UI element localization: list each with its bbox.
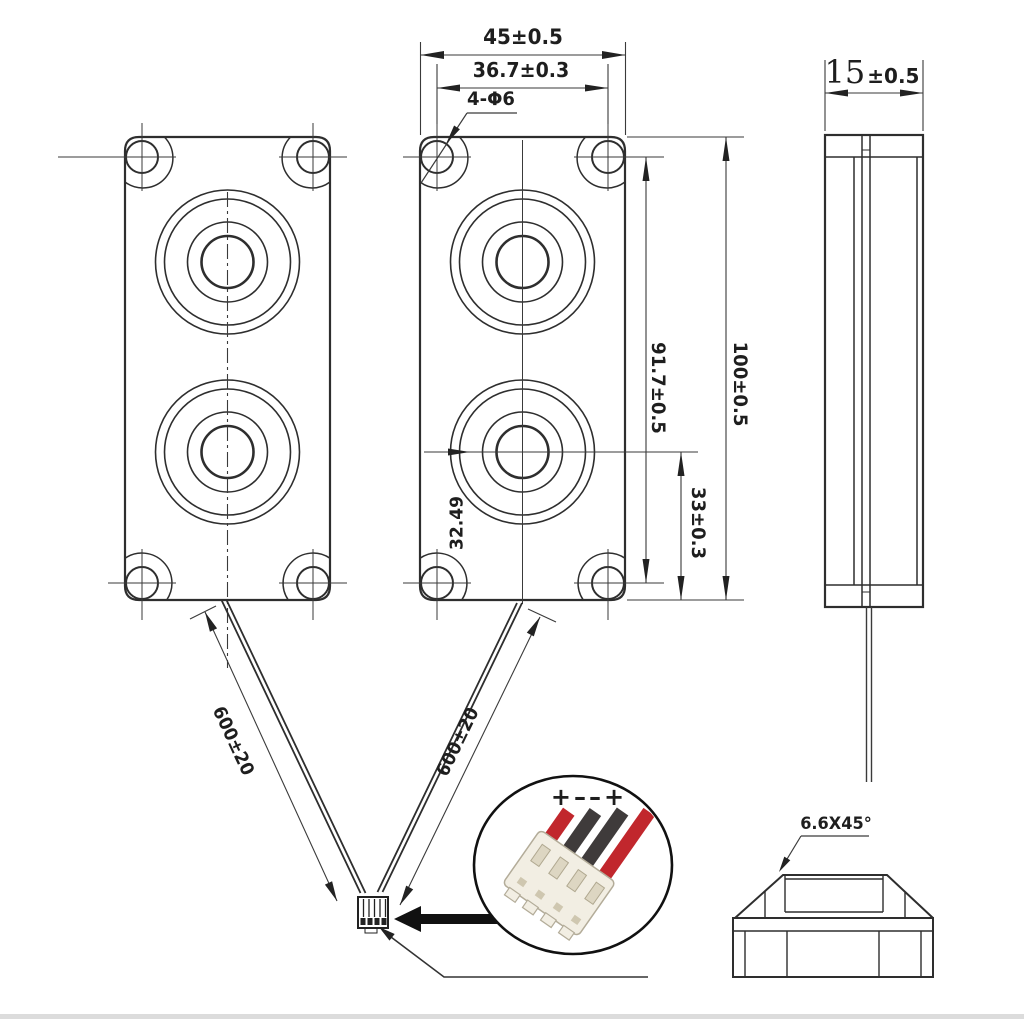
dim-label-hole-spacing-width: 36.7±0.3 — [472, 58, 570, 82]
polarity-marks: +––+ — [550, 783, 628, 811]
connector-detail — [472, 774, 674, 956]
speaker-left-centerline — [58, 156, 229, 668]
dim-label-total-height: 100±0.5 — [729, 341, 751, 427]
side-view — [823, 133, 925, 782]
dim-driver-to-bottom — [677, 452, 685, 600]
leader-chamfer — [779, 835, 869, 872]
dim-label-depth: 15 ±0.5 — [825, 56, 920, 88]
footer-divider — [0, 1014, 1024, 1019]
dim-label-total-width: 45±0.5 — [483, 25, 563, 49]
dim-total-width — [419, 42, 627, 135]
dim-label-hole-spacing-height: 91.7±0.5 — [647, 342, 669, 434]
dim-label-driver-offset: 32.49 — [446, 495, 468, 551]
dim-label-depth-tolerance: ±0.5 — [867, 64, 920, 88]
connector-photo — [503, 807, 655, 941]
section-view — [732, 874, 934, 978]
dim-label-driver-to-bottom: 33±0.3 — [687, 486, 709, 560]
dim-wire-left — [189, 605, 338, 902]
dim-label-chamfer: 6.6X45° — [800, 814, 872, 834]
junction-connector — [357, 896, 389, 934]
wire-black-2 — [578, 807, 629, 871]
dim-depth — [824, 60, 924, 131]
dim-wire-right — [399, 608, 557, 906]
dim-total-height — [627, 136, 744, 601]
dim-label-mounting-holes: 4-Φ6 — [467, 88, 515, 110]
wire-red-2 — [596, 807, 655, 884]
dim-label-depth-value: 15 — [824, 53, 866, 91]
dim-hole-spacing-width — [436, 64, 609, 124]
leader-mounting-holes — [420, 112, 517, 184]
leader-driver-offset — [448, 448, 470, 456]
detail-callout-arrow — [379, 906, 648, 978]
speaker-wires — [220, 599, 523, 894]
connector-housing — [503, 830, 615, 936]
dim-hole-spacing-height — [642, 157, 650, 583]
wire-black-1 — [560, 807, 602, 858]
